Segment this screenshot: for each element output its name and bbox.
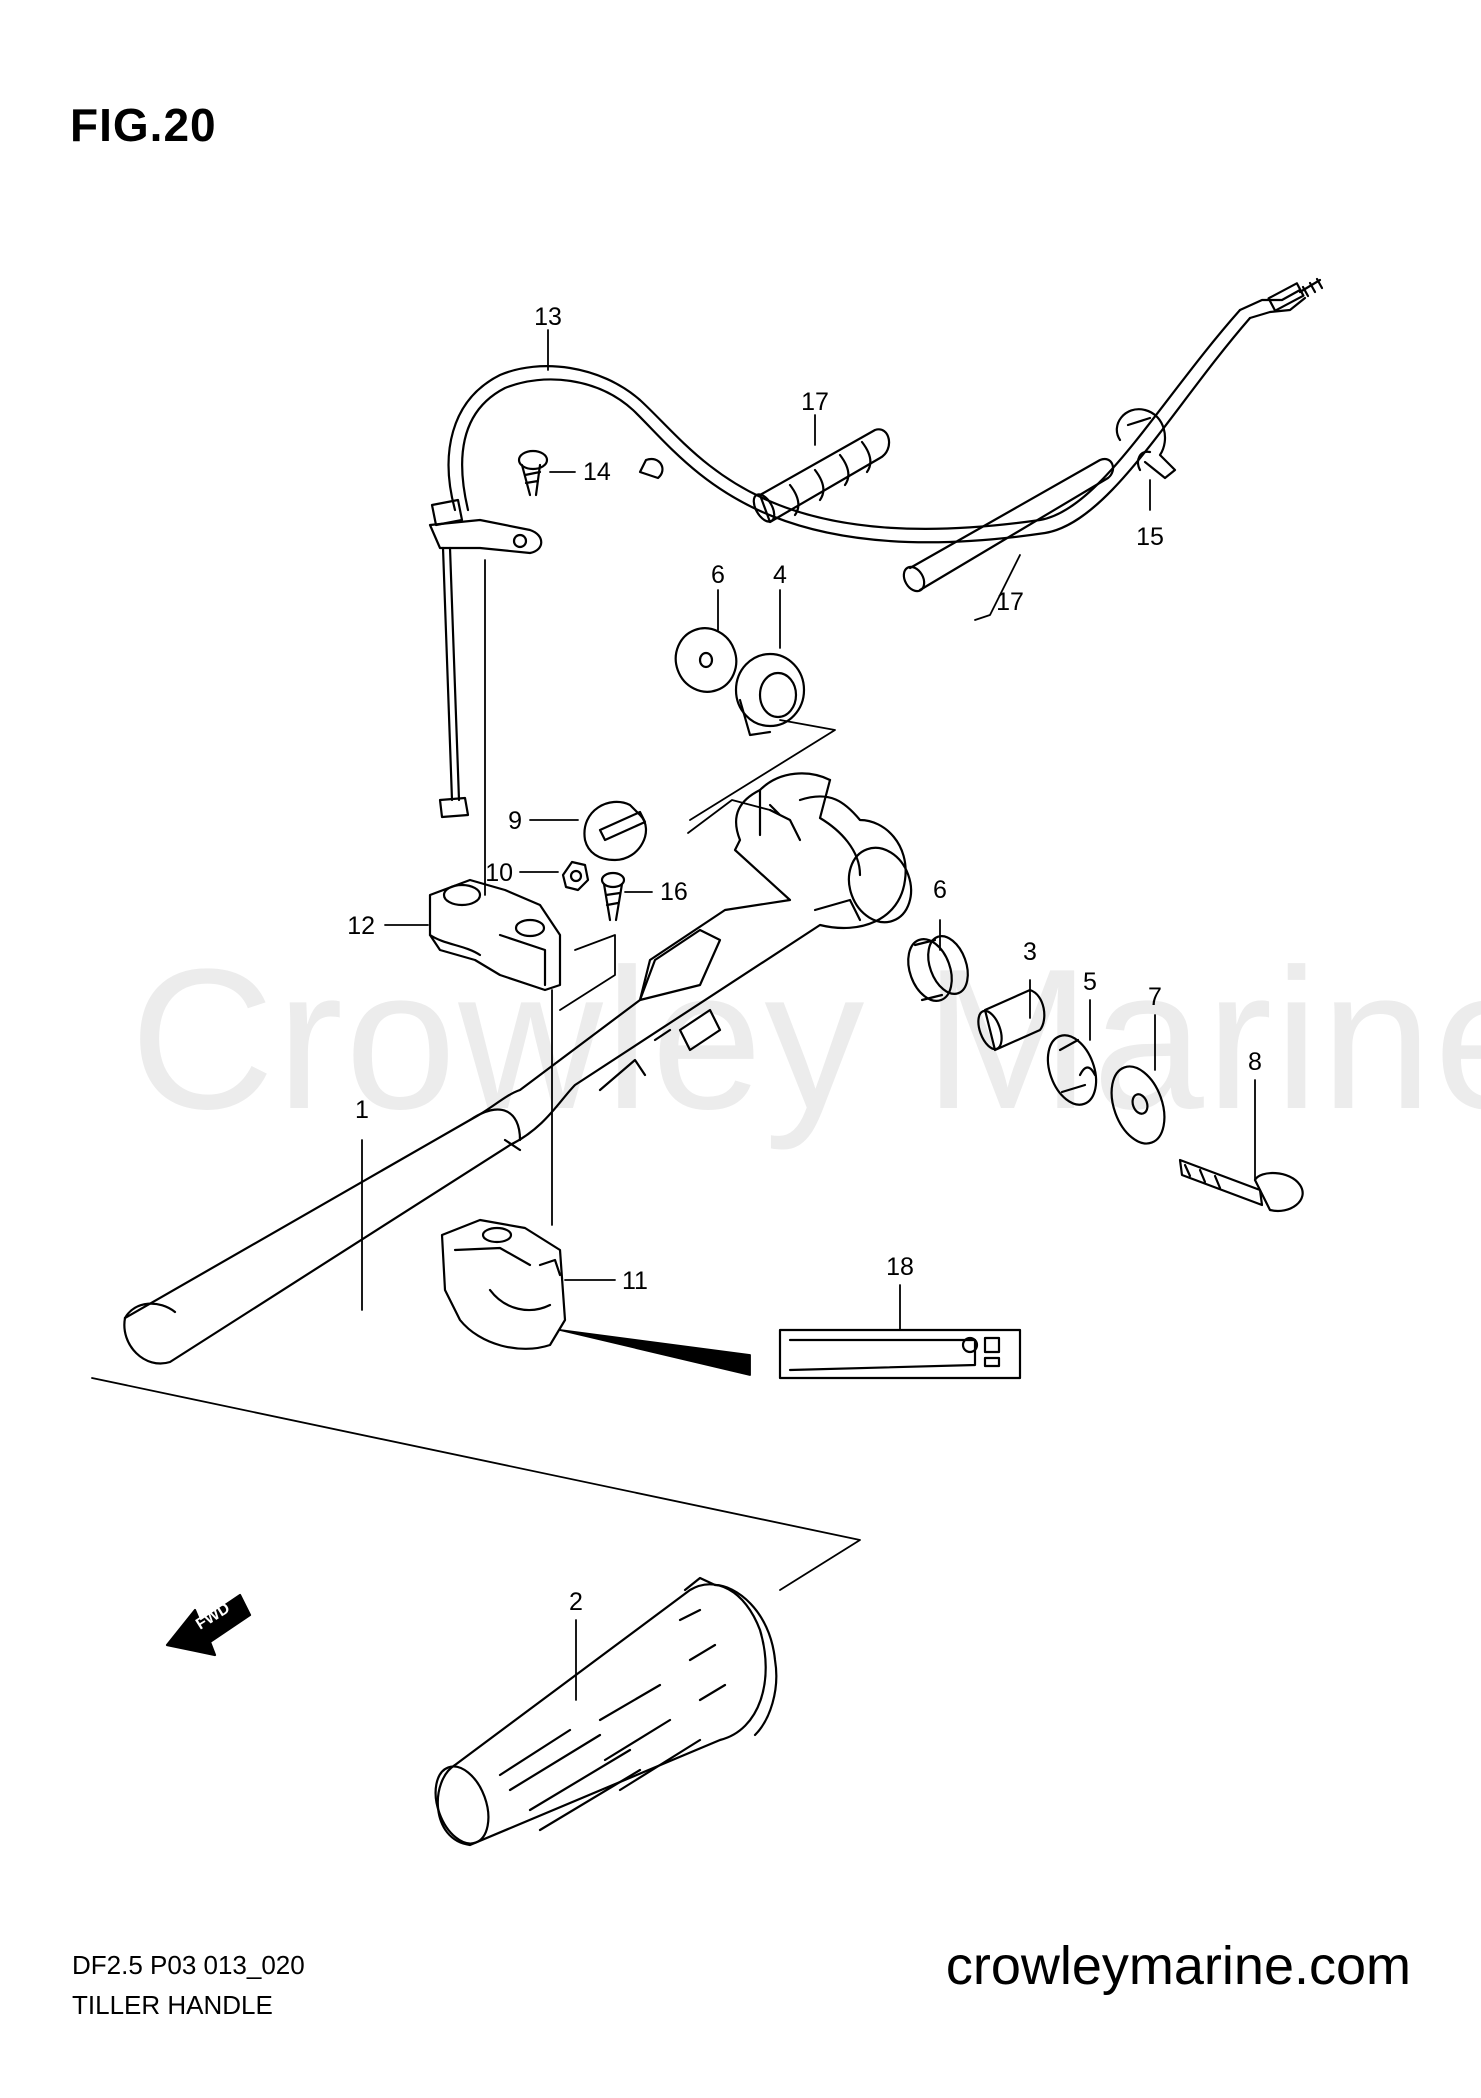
callout-6-lower: 7 — [1148, 983, 1162, 1011]
callout-4-lower: 5 — [1083, 968, 1097, 996]
assembly-name: TILLER HANDLE — [72, 1990, 273, 2020]
cable-clamp-part — [1115, 408, 1177, 480]
callout-14: 15 — [1136, 523, 1164, 551]
cable-tube-part — [902, 457, 1115, 593]
callout-6-upper: 6 — [711, 561, 725, 589]
holder-lower-part — [440, 1218, 567, 1350]
holder-screw-part — [600, 871, 626, 922]
washer-lower-part — [1110, 1065, 1166, 1145]
bushing-lower-part — [1046, 1034, 1098, 1106]
label-decal-part — [778, 1328, 1022, 1380]
callout-3: 3 — [1023, 938, 1037, 966]
friction-knob-part — [583, 800, 647, 862]
tiller-handle-part — [123, 772, 913, 1365]
bushing-upper-part — [734, 652, 806, 737]
bolt-part — [1178, 1158, 1304, 1213]
callout-15: 16 — [660, 878, 688, 906]
washer-upper-part — [674, 627, 738, 693]
callout-13: 14 — [583, 458, 611, 486]
spacer-part — [907, 935, 969, 1002]
cable-protector-part — [752, 428, 891, 524]
callout-16: 17 — [801, 388, 829, 416]
callout-4-upper: 4 — [773, 561, 787, 589]
callout-8: 9 — [508, 807, 522, 835]
callout-1: 1 — [355, 1096, 369, 1124]
callout-leaders — [361, 329, 1256, 1701]
website-link[interactable]: crowleymarine.com — [945, 1936, 1411, 1996]
callout-12: 13 — [534, 303, 562, 331]
callout-17: 17 — [996, 588, 1024, 616]
callout-5: 6 — [933, 876, 947, 904]
bushing-part — [977, 988, 1046, 1052]
callout-11: 12 — [347, 912, 375, 940]
callout-9: 10 — [485, 859, 513, 887]
callout-18: 18 — [886, 1253, 914, 1281]
holder-upper-part — [428, 878, 562, 992]
callout-2: 2 — [569, 1588, 583, 1616]
throttle-cable-part — [428, 277, 1324, 819]
nut-part — [561, 860, 590, 892]
callout-10: 11 — [622, 1267, 648, 1295]
fwd-arrow-icon — [165, 1593, 252, 1657]
cable-screw-part — [517, 449, 549, 497]
figure-title: FIG.20 — [70, 99, 217, 151]
model-code: DF2.5 P03 013_020 — [72, 1950, 305, 1980]
assembly-lines — [91, 559, 861, 1591]
grip-part — [434, 1576, 778, 1847]
callout-7: 8 — [1248, 1048, 1262, 1076]
